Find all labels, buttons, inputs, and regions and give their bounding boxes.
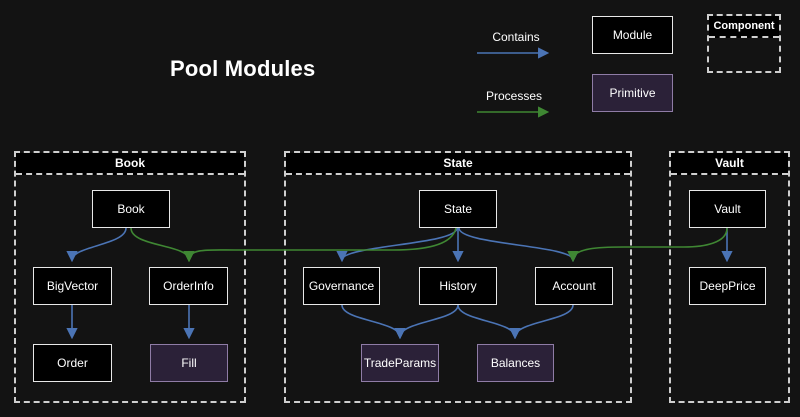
- page-title: Pool Modules: [170, 56, 316, 81]
- node-balances: Balances: [477, 344, 554, 382]
- node-account: Account: [535, 267, 613, 305]
- node-history: History: [419, 267, 497, 305]
- node-order: Order: [33, 344, 112, 382]
- group-state-title: State: [286, 153, 630, 175]
- node-deepprice: DeepPrice: [689, 267, 766, 305]
- group-state: State: [284, 151, 632, 403]
- legend-processes-label: Processes: [485, 89, 543, 103]
- group-vault-title: Vault: [671, 153, 788, 175]
- legend-primitive-box: Primitive: [592, 74, 673, 112]
- legend-contains-label: Contains: [492, 30, 540, 44]
- node-book: Book: [92, 190, 170, 228]
- node-governance: Governance: [303, 267, 380, 305]
- node-state: State: [419, 190, 497, 228]
- node-fill: Fill: [150, 344, 228, 382]
- group-vault: Vault: [669, 151, 790, 403]
- node-orderinfo: OrderInfo: [149, 267, 228, 305]
- node-bigvector: BigVector: [33, 267, 112, 305]
- group-book: Book: [14, 151, 246, 403]
- node-tradeparams: TradeParams: [361, 344, 439, 382]
- group-book-title: Book: [16, 153, 244, 175]
- node-vault: Vault: [689, 190, 766, 228]
- legend-component-box: Component: [707, 14, 781, 73]
- legend-module-box: Module: [592, 16, 673, 54]
- legend-component-label: Component: [709, 16, 779, 38]
